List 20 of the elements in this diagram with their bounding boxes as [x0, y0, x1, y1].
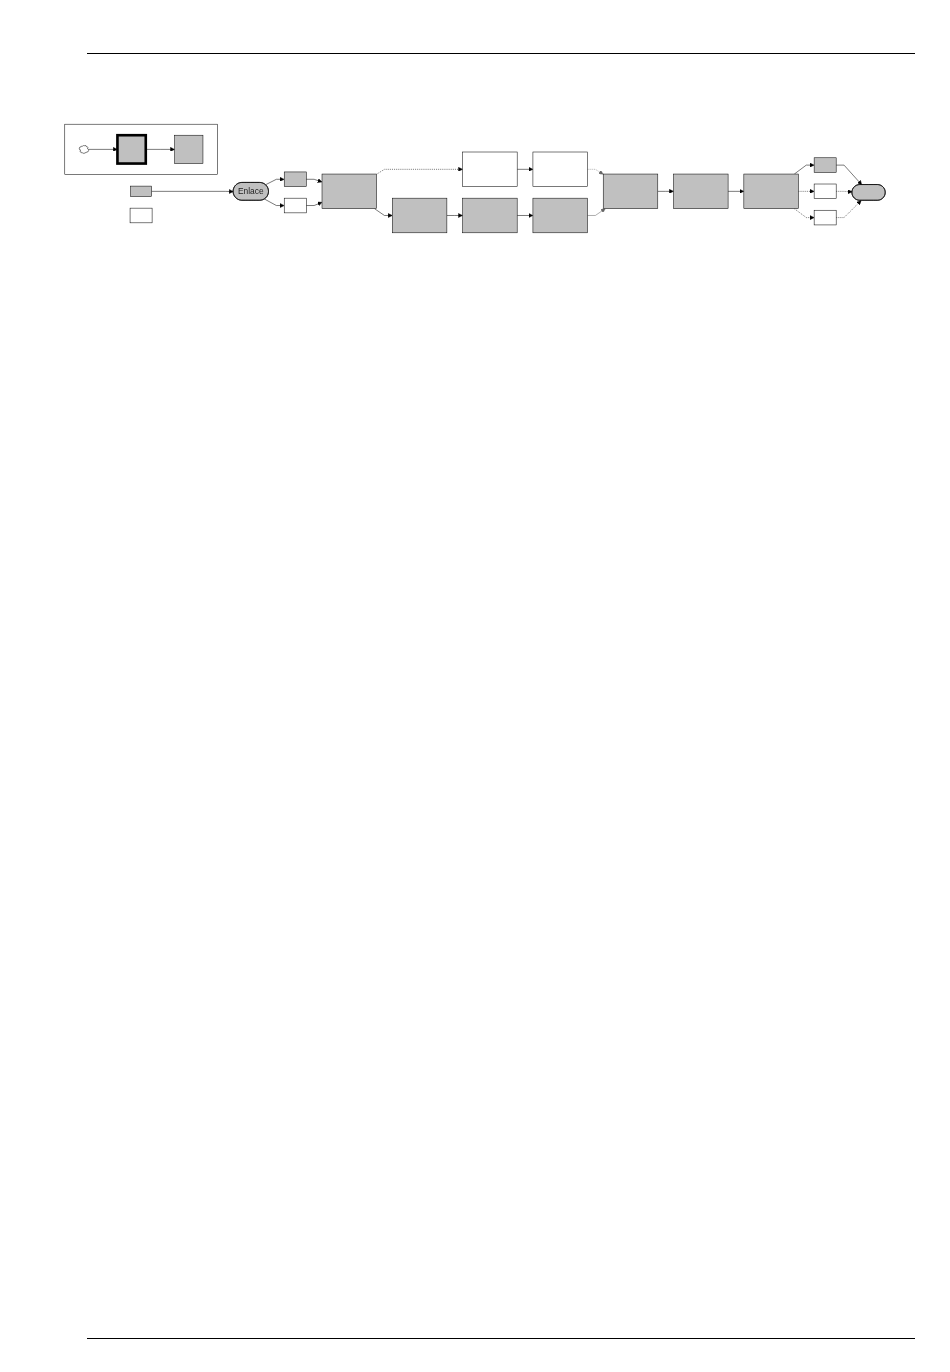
node-box [130, 185, 152, 197]
node-box [813, 210, 837, 226]
node-box [283, 171, 307, 187]
node-box [392, 197, 448, 234]
node-box [813, 157, 837, 173]
node-box [462, 151, 518, 187]
node-box [116, 133, 148, 165]
node-box [673, 173, 729, 209]
node-box [532, 197, 588, 234]
cluster [64, 123, 218, 175]
node-cloud [79, 145, 89, 154]
node-box [462, 197, 518, 234]
node-box [532, 151, 588, 187]
node-box [321, 173, 377, 209]
node-box [174, 134, 204, 164]
node-box [283, 197, 307, 214]
node-box [813, 183, 837, 199]
node-box [602, 173, 659, 209]
node-box [743, 173, 799, 209]
node-box [129, 207, 153, 224]
